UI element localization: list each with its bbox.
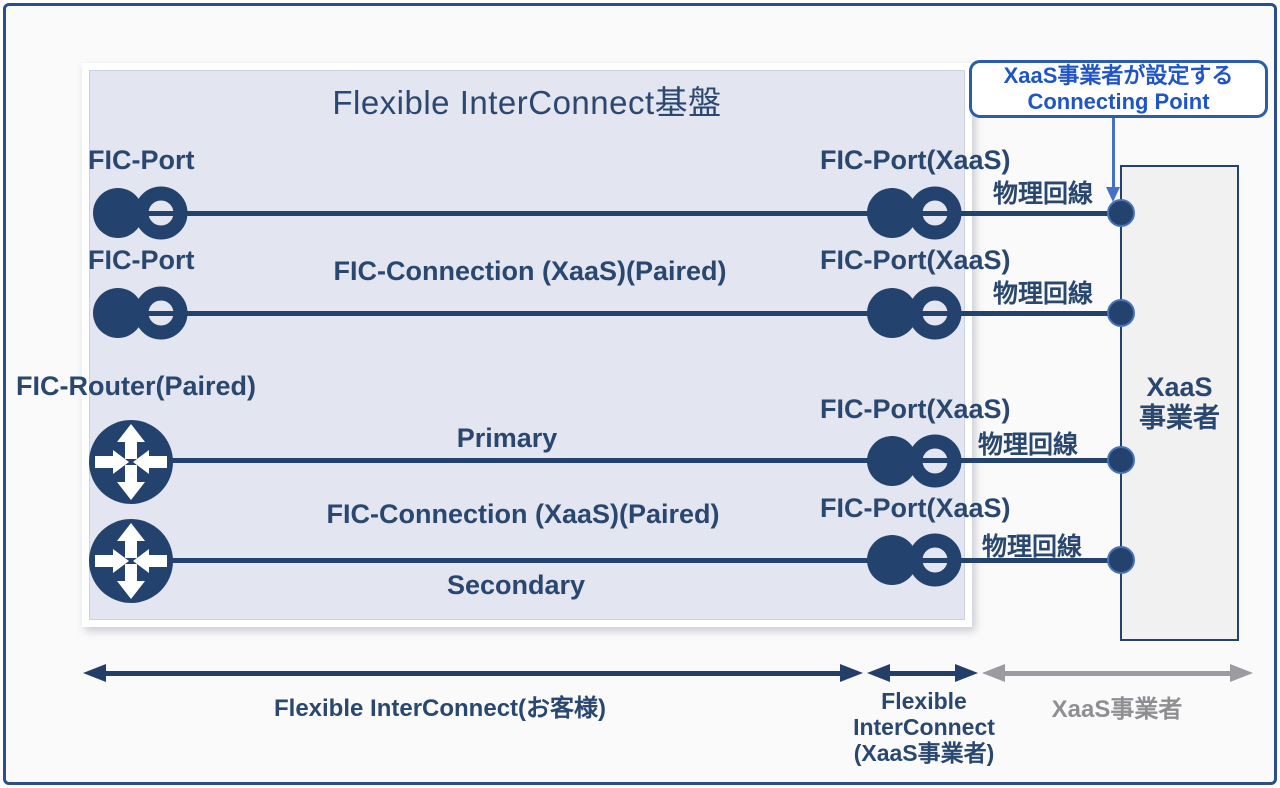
- connecting-point-dot: [1107, 546, 1135, 574]
- connecting-point-dot: [1107, 199, 1135, 227]
- platform-title: Flexible InterConnect基盤: [332, 84, 722, 121]
- fic-connection-paired-label-top: FIC-Connection (XaaS)(Paired): [333, 256, 727, 286]
- callout-pointer-arrowhead-icon: [1106, 187, 1120, 202]
- fic-port-xaas-icon: [867, 434, 962, 488]
- span-label-fic-xaas-line2: InterConnect: [853, 714, 995, 740]
- physical-line-label-2: 物理回線: [993, 280, 1094, 308]
- callout-line2: Connecting Point: [1027, 89, 1210, 114]
- connecting-point-dot: [1107, 299, 1135, 327]
- span-label-xaas-provider: XaaS事業者: [1051, 696, 1183, 723]
- arrowhead-left-icon: [982, 664, 1005, 682]
- fic-port-xaas-label-3: FIC-Port(XaaS): [820, 394, 1011, 424]
- callout-pointer-line: [1112, 118, 1115, 188]
- fic-router-label: FIC-Router(Paired): [16, 371, 257, 401]
- span-label-fic-customer: Flexible InterConnect(お客様): [273, 695, 607, 722]
- fic-platform-panel-fill: [89, 70, 965, 620]
- arrowhead-right-icon: [955, 664, 978, 682]
- fic-port-icon: [93, 286, 188, 340]
- fic-port-icon: [93, 186, 188, 240]
- span-label-fic-xaas-line1: Flexible: [881, 688, 967, 714]
- physical-line-label-1: 物理回線: [993, 180, 1094, 208]
- fic-port-xaas-label-2: FIC-Port(XaaS): [820, 245, 1011, 275]
- span-arrow-xaas-provider: [982, 664, 1253, 682]
- primary-label: Primary: [456, 423, 558, 453]
- span-label-fic-xaas-line3: (XaaS事業者): [853, 740, 995, 766]
- span-arrow-fic-xaas: [867, 664, 978, 682]
- fic-platform-panel: [82, 63, 972, 627]
- arrowhead-left-icon: [867, 664, 890, 682]
- secondary-label: Secondary: [446, 570, 586, 600]
- connecting-point-callout: XaaS事業者が設定する Connecting Point: [969, 60, 1268, 118]
- span-label-fic-xaas: Flexible InterConnect (XaaS事業者): [853, 688, 995, 766]
- fic-port-label-2: FIC-Port: [88, 245, 195, 275]
- xaas-box-line2: 事業者: [1139, 403, 1220, 433]
- xaas-provider-box: XaaS 事業者: [1120, 165, 1239, 641]
- fic-connection-paired-label-bottom: FIC-Connection (XaaS)(Paired): [326, 499, 720, 529]
- connection-line-2: [140, 310, 1121, 316]
- fic-port-label-1: FIC-Port: [88, 145, 195, 175]
- connection-line-secondary: [131, 557, 1121, 563]
- span-arrow-fic-customer: [83, 664, 863, 682]
- physical-line-label-3: 物理回線: [978, 431, 1079, 459]
- fic-port-xaas-icon: [867, 186, 962, 240]
- arrowhead-left-icon: [83, 664, 106, 682]
- connection-line-1: [140, 210, 1121, 216]
- xaas-provider-box-label: XaaS 事業者: [1122, 372, 1237, 434]
- connecting-point-dot: [1107, 446, 1135, 474]
- arrowhead-right-icon: [1230, 664, 1253, 682]
- arrowhead-right-icon: [840, 664, 863, 682]
- fic-router-icon-primary: [89, 420, 173, 504]
- fic-port-xaas-label-4: FIC-Port(XaaS): [820, 493, 1011, 523]
- callout-line1: XaaS事業者が設定する: [1003, 63, 1234, 88]
- xaas-box-line1: XaaS: [1146, 372, 1213, 402]
- fic-port-xaas-icon: [867, 286, 962, 340]
- fic-port-xaas-icon: [867, 533, 962, 587]
- fic-router-icon-secondary: [89, 519, 173, 603]
- physical-line-label-4: 物理回線: [982, 533, 1083, 561]
- connection-line-primary: [131, 458, 1121, 463]
- fic-port-xaas-label-1: FIC-Port(XaaS): [820, 145, 1011, 175]
